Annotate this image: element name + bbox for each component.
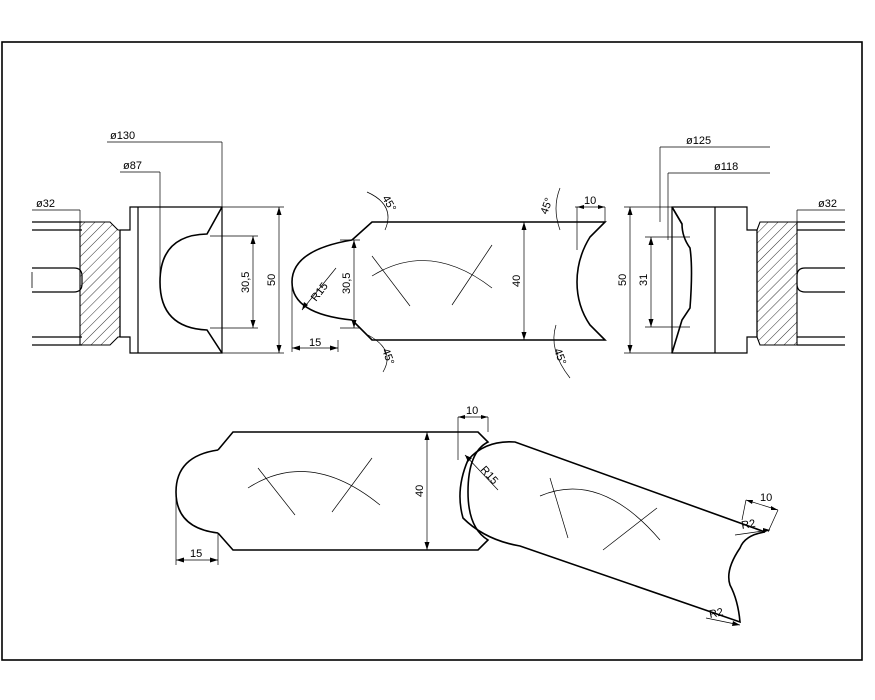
dim-width-cove: 10 [584, 195, 596, 207]
dim-height-bead: 30,5 [341, 273, 353, 294]
cutter-left-dims: ø130 ø87 ø32 30,5 50 [32, 130, 284, 354]
dim-radius-bottom: R2 [708, 606, 724, 621]
dim-dia-inner: ø87 [123, 160, 142, 172]
drawing-frame [1, 41, 863, 661]
workpiece-top-dims: 45° 45° 45° 45° R15 30,5 15 40 [291, 187, 606, 379]
dim-width-cove: 10 [466, 405, 478, 417]
dim-dia-outer: ø125 [686, 135, 711, 147]
dim-angle-bl: 45° [379, 347, 396, 367]
bushing-hatch [756, 221, 798, 346]
workpiece-top [291, 221, 607, 341]
dim-dia-inner: ø118 [714, 161, 738, 173]
dim-width-bead: 15 [309, 337, 321, 349]
cutter-right-dims: ø125 ø118 ø32 31 50 [617, 135, 845, 354]
dim-dia-bore: ø32 [36, 198, 55, 210]
bushing-hatch [79, 221, 121, 346]
cutter-right [671, 206, 845, 354]
dim-width-bead: 15 [190, 548, 202, 560]
dim-radius: R15 [478, 464, 500, 487]
dim-width-cove: 10 [760, 492, 772, 504]
dim-height-groove: 31 [638, 274, 650, 286]
dim-angle-br: 45° [551, 347, 568, 367]
dim-height-total: 40 [511, 275, 523, 287]
dim-height-total: 40 [414, 485, 426, 497]
workpiece-bottom-right [459, 441, 766, 624]
dim-dia-bore: ø32 [818, 198, 837, 210]
cutter-left [31, 206, 223, 354]
dim-radius: R15 [309, 281, 331, 304]
dim-radius-top: R2 [740, 518, 756, 532]
dim-height-groove: 30,5 [240, 272, 252, 293]
workpiece-bottom-left-dims: 15 40 10 [175, 405, 489, 565]
dim-height-total: 50 [617, 274, 629, 286]
dim-dia-outer: ø130 [110, 130, 135, 142]
dim-height-total: 50 [266, 274, 278, 286]
dim-angle-tr: 45° [539, 196, 556, 216]
dim-angle-tl: 45° [379, 194, 398, 214]
workpiece-bottom-left [175, 431, 490, 551]
